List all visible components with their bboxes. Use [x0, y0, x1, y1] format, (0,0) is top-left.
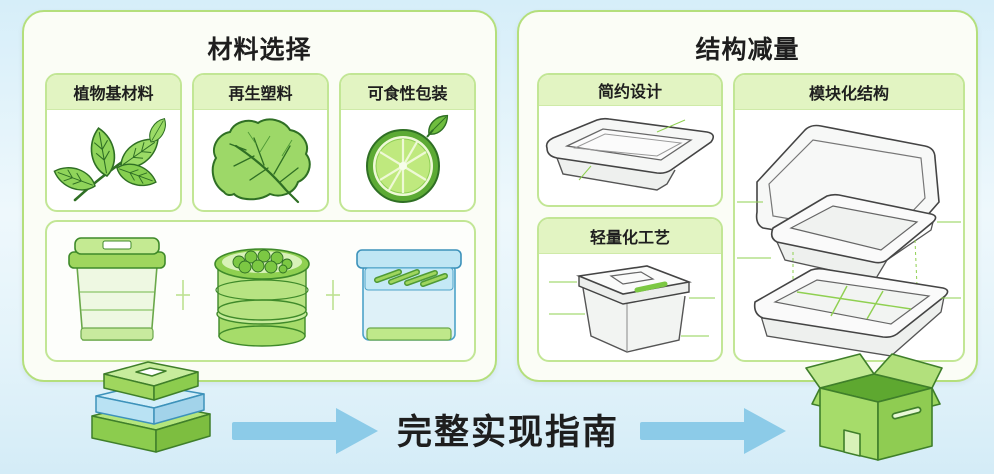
recycled-plastic-card: 再生塑料 [192, 73, 329, 212]
open-green-box-icon [805, 353, 943, 461]
stacked-boxes-icon [91, 361, 211, 453]
plus-separator [176, 280, 190, 310]
card-title: 再生塑料 [194, 75, 327, 110]
panel-title: 材料选择 [207, 35, 312, 64]
card-title: 植物基材料 [47, 75, 180, 110]
blue-lidded-container-icon [356, 249, 462, 341]
card-title: 可食性包装 [341, 75, 474, 110]
plus-separator [326, 280, 340, 310]
arrow-right-icon [640, 408, 786, 454]
lightweight-process-card: 轻量化工艺 [537, 217, 723, 362]
card-title: 模块化结构 [735, 75, 963, 110]
arrow-right-icon [232, 408, 378, 454]
card-title: 轻量化工艺 [539, 219, 721, 254]
implementation-guide-label: 完整实现指南 [396, 413, 619, 453]
lightweight-container-icon [549, 265, 715, 353]
stacked-bowl-icon [214, 248, 310, 347]
container-examples-card [45, 220, 476, 362]
card-title: 简约设计 [539, 75, 721, 106]
panel-title: 结构减量 [695, 35, 800, 64]
plant-based-material-card: 植物基材料 [45, 73, 182, 212]
container-row [68, 237, 462, 347]
green-lidded-container-icon [68, 237, 166, 341]
edible-packaging-card: 可食性包装 [339, 73, 476, 212]
minimal-design-card: 简约设计 [537, 73, 723, 207]
lime-slice-icon [366, 114, 449, 203]
leaf-sprig-icon [53, 118, 166, 202]
lettuce-leaf-icon [211, 118, 311, 204]
modular-structure-card: 模块化结构 [733, 73, 965, 362]
tray-outline-icon [545, 117, 715, 191]
modular-trays-icon [737, 124, 961, 357]
